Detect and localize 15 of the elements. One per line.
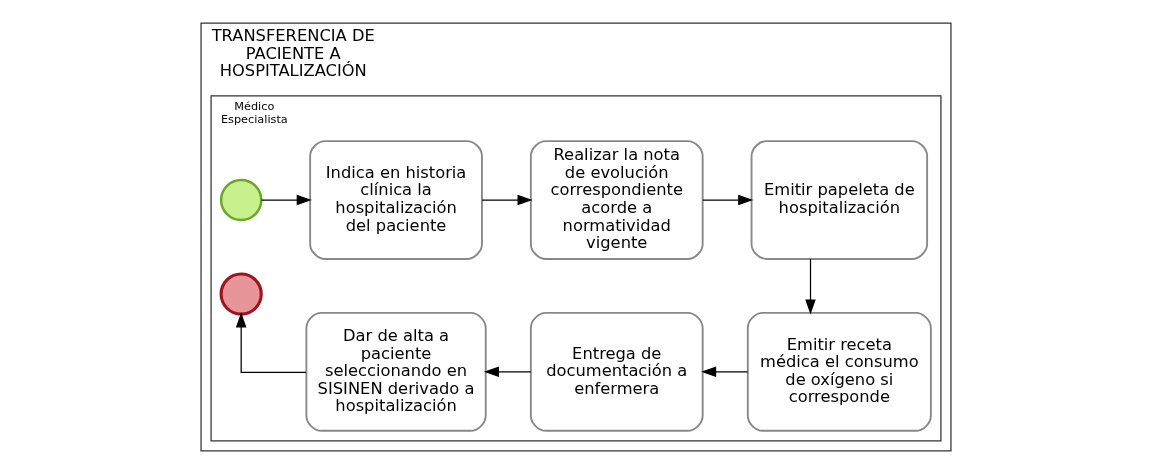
node-box: Realizar la nota de evolución correspondiente acorde a normatividad vigente [529,140,704,260]
node-circle [219,178,263,222]
arrow [235,312,307,374]
node-box: Emitir receta médica el consumo de oxígeno si corresponde [746,311,932,432]
node-circle [219,272,263,316]
node-box: Entrega de documentación a enfermera [529,311,704,432]
arrow [805,258,816,315]
arrow [702,194,754,206]
node-box: Emitir papeleta de hospitalización [750,140,929,260]
node-box: Dar de alta a paciente seleccionando en SISINEN derivado a hospitalización [305,311,487,432]
arrow [483,366,532,378]
node-box: Indica en historia clínica la hospitalización del paciente [309,140,483,260]
arrow [481,194,533,206]
arrow [260,194,312,206]
arrow [701,366,749,378]
